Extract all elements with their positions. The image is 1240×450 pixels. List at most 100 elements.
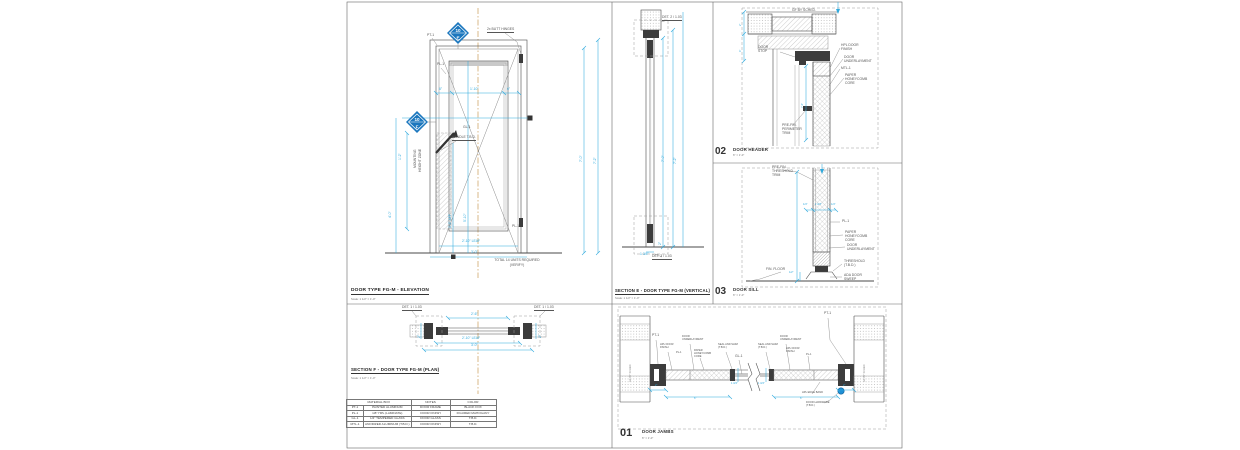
elevation-tag-pl1b: PL-1 <box>512 224 520 228</box>
elevation-hinges-label: 2x BUTT HINGES <box>487 27 515 34</box>
header-mtl-label: MTL-1 <box>841 66 851 70</box>
sill-core-label: PAPER HONEYCOMB CORE <box>845 230 868 242</box>
section-f-dim-frame: 3'-0" <box>471 343 478 347</box>
dim-frame-width: 3'-0" <box>471 250 478 254</box>
jambs-dim-l134: 1 3/4" <box>731 382 738 385</box>
jambs-detail-title: DOOR JAMBS <box>642 429 674 434</box>
jambs-pl1-left: PL-1 <box>676 351 682 354</box>
dim-frame-height: 7'-2" <box>593 157 597 164</box>
dim-leaf-width: 2'-10" LEAF <box>462 239 481 243</box>
jambs-wall-sched-right: GF BY SCHED <box>863 364 866 382</box>
detail-marker-left-number: 10 <box>414 117 420 122</box>
elevation-title: DOOR TYPE FG-M - ELEVATION <box>351 288 430 295</box>
jambs-pt1-left: PT-1 <box>652 333 660 337</box>
section-e-det-bottom: DET. 3 / 1.03 <box>652 254 672 261</box>
section-f-dim-jamb-left: 2" <box>417 334 421 338</box>
section-e-det-top: DET. 2 / 1.03 <box>662 15 682 22</box>
sill-pl1-label: PL-1 <box>842 219 850 223</box>
detail-marker-top-number: 10 <box>455 28 461 33</box>
jambs-hpl-right: HPL DOOR FINISH <box>786 347 800 353</box>
elevation-tag-gl1: GL-1 <box>463 125 471 129</box>
section-f-title: SECTION F - DOOR TYPE FG-M (PLAN) <box>351 367 440 374</box>
jambs-seal-right: SEAL AND SHIM (T.B.D.) <box>758 343 778 349</box>
detail-marker-left-icon: 10 F <box>406 111 436 133</box>
sill-dim-c: 1/4" <box>831 203 836 206</box>
dim-mount-height: 4'-0" <box>388 211 392 218</box>
jambs-seal-left: SEAL AND SHIM (T.B.D.) <box>718 343 738 349</box>
section-f-det-right: DET. 1 / 1.03 <box>534 305 554 312</box>
detail-marker-top-letter: E <box>456 36 459 41</box>
elevation-handle-label: HANDLE T.B.D. <box>452 135 476 142</box>
detail-marker-left-letter: F <box>416 125 419 130</box>
header-dim-a: 2" <box>739 23 742 26</box>
section-f-det-left: DET. 1 / 1.03 <box>402 305 422 312</box>
dim-glass-width: 1'-10" <box>470 87 479 91</box>
jambs-detail-number: 01 <box>620 427 633 439</box>
section-e-scale: Scale: 1 1/2" = 1'-0" <box>615 296 640 300</box>
header-trim-label: PRE-FIN. PERIMETER TRIM <box>782 123 802 135</box>
header-hpl-label: HPL DOOR FINISH <box>841 43 859 51</box>
sill-detail-title: DOOR SILL <box>733 287 759 292</box>
jambs-dim-l6: 6" <box>694 397 697 400</box>
header-underlayment-label: DOOR UNDERLAYMENT <box>844 55 872 63</box>
sill-sweep-label: ADA DOOR SWEEP <box>844 273 862 281</box>
dim-handle-height: 3'-6" AFF <box>448 214 452 228</box>
sill-dim-d: 1/2" <box>789 271 794 274</box>
section-e-title: SECTION E - DOOR TYPE FG-M (VERTICAL) <box>615 288 711 295</box>
jambs-gl1: GL-1 <box>735 354 743 358</box>
jambs-dim-r6: 6" <box>800 397 803 400</box>
jambs-dim-l2: 2" <box>655 384 658 387</box>
elevation-verify-note: (VERIFY) <box>509 263 525 267</box>
jambs-hpl-left: HPL DOOR FINISH <box>660 343 674 349</box>
material-tag: MTL-1 <box>346 421 364 428</box>
jambs-core-left: PAPER HONEYCOMB CORE <box>694 349 712 358</box>
jambs-underlayment-left: DOOR UNDERLAYMENT <box>682 335 704 341</box>
door-hardware-marker-icon <box>837 387 845 395</box>
sill-detail-scale: 6" = 1'-0" <box>733 293 745 297</box>
jambs-dim-r134: 1 3/4" <box>758 382 765 385</box>
header-detail-scale: 6" = 1'-0" <box>733 153 745 157</box>
header-sched-label: GF BY SCHED. <box>792 8 816 12</box>
jambs-wall-sched-left: GF BY SCHED <box>629 364 632 382</box>
material-name: ANODIZED ALUMINUM (T.B.D.) <box>363 421 412 428</box>
sill-dim-b: 1 3/4" <box>815 203 822 206</box>
elevation-tag-pt1: PT-1 <box>427 33 435 37</box>
sill-floor-label: FIN. FLOOR <box>766 267 786 271</box>
detail-marker-top-icon: 10 E <box>447 22 469 49</box>
jambs-edge-band-label: HPL EDGE BAND <box>802 391 823 394</box>
material-table: MATERIAL BOX NOTES COLOR PT-1 PAINTED AL… <box>346 399 497 428</box>
dim-leaf-height: 7'-0" <box>579 155 583 162</box>
section-e-dim-134: 1 3/4" <box>640 252 649 256</box>
section-f-dim-leaf: 2'-10" LEAF <box>462 336 481 340</box>
jambs-dim-r2: 2" <box>843 384 846 387</box>
section-f-dim-jamb-right: 2" <box>538 334 542 338</box>
header-detail-number: 02 <box>715 146 727 157</box>
jambs-pl1-right: PL-1 <box>806 353 812 356</box>
section-f-dim-glass: 2'-6" <box>471 312 478 316</box>
header-detail-title: DOOR HEADER <box>733 147 769 152</box>
jambs-hardware-label: DOOR HARDWARE (T.B.D.) <box>806 401 830 407</box>
dim-stile-left: 6" <box>439 87 443 91</box>
dim-stile-right: 6" <box>507 87 511 91</box>
elevation-scale: Scale: 1 1/2" = 1'-0" <box>351 297 376 301</box>
dim-glass-height: 5'-10" <box>463 213 467 222</box>
sill-dim-a: 1/4" <box>803 203 808 206</box>
header-dim-c: 7'-0" <box>801 102 804 108</box>
jambs-pt1-right: PT-1 <box>824 311 832 315</box>
section-e-dim-frame-height: 7'-2" <box>673 157 677 164</box>
sill-trim-label: PRE-FIN. THRESHOLD TRIM <box>772 165 793 177</box>
sill-detail-number: 03 <box>715 286 727 297</box>
section-e-dim-leaf-height: 7'-0" <box>661 155 665 162</box>
elevation-mounting-zone-label-2: HEIGHT ZONE <box>418 148 422 172</box>
material-color: T.B.D. <box>449 421 497 428</box>
table-row: MTL-1 ANODIZED ALUMINUM (T.B.D.) DOOR FI… <box>346 421 497 428</box>
jambs-underlayment-right: DOOR UNDERLAYMENT <box>780 335 802 341</box>
section-f-scale: Scale: 1 1/2" = 1'-0" <box>351 376 376 380</box>
jambs-detail-scale: 6" = 1'-0" <box>642 436 654 440</box>
header-door-stop-label: DOOR STOP <box>758 45 769 53</box>
elevation-total-units-note: TOTAL 14 UNITS REQUIRED <box>494 258 540 262</box>
sill-threshold-label: THRESHOLD (T.B.D.) <box>844 259 865 267</box>
material-note: DOOR FINISH <box>410 421 451 428</box>
sill-underlayment-label: DOOR UNDERLAYMENT <box>847 243 875 251</box>
